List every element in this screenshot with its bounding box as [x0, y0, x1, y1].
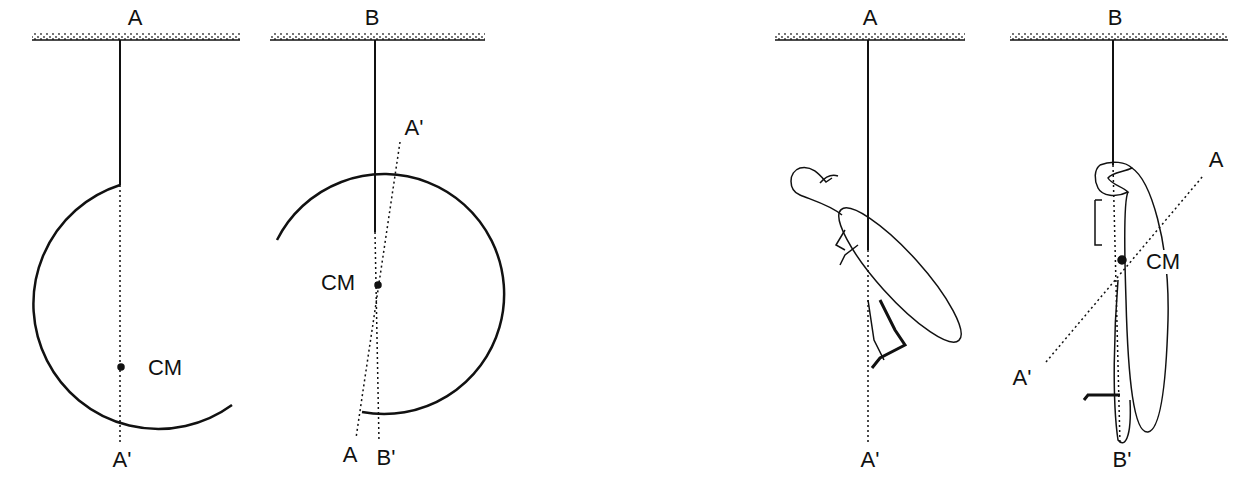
hind-leg — [868, 300, 884, 360]
grasshopper — [1084, 162, 1168, 443]
hind-leg — [1114, 280, 1130, 443]
ceiling-line — [1010, 39, 1228, 41]
hind-leg — [872, 300, 905, 368]
grasshopper — [791, 167, 975, 368]
string — [119, 40, 121, 185]
body-axis-line — [356, 142, 400, 438]
grasshopper-body — [825, 195, 975, 355]
ceiling-line — [270, 39, 485, 41]
ceiling-line — [32, 39, 240, 41]
hind-leg — [1084, 395, 1120, 400]
antenna — [820, 175, 838, 183]
string — [374, 40, 376, 232]
point-label: A' — [859, 448, 882, 472]
open-ring — [277, 174, 504, 414]
ceiling-hatch — [1010, 33, 1228, 40]
point-label: B — [363, 6, 382, 30]
point-label: A — [126, 6, 145, 30]
foreleg — [836, 230, 858, 265]
point-label: B' — [1111, 448, 1134, 472]
foreleg — [1095, 200, 1102, 245]
point-label: A — [861, 6, 880, 30]
plumb-line — [867, 250, 869, 444]
point-label: A' — [111, 448, 134, 472]
center-of-mass-dot — [1118, 256, 1126, 264]
center-of-mass-label: CM — [146, 356, 184, 380]
center-of-mass-label: CM — [319, 271, 357, 295]
grasshopper-head — [791, 167, 842, 215]
point-label: B' — [375, 446, 398, 470]
string — [867, 40, 869, 250]
open-ring — [33, 185, 232, 429]
point-label: A' — [403, 116, 426, 140]
point-label: A' — [1011, 366, 1034, 390]
plumb-line — [375, 232, 379, 442]
ceiling-hatch — [775, 33, 965, 40]
ceiling — [32, 33, 1228, 40]
center-of-mass-dot — [118, 364, 124, 370]
point-label: B — [1106, 6, 1125, 30]
string — [1112, 40, 1114, 165]
grasshopper-body — [1125, 168, 1168, 432]
grasshopper-head — [1095, 162, 1132, 195]
ceiling-hatch — [270, 33, 485, 40]
ceiling-line — [775, 39, 965, 41]
center-of-mass-dot — [375, 282, 381, 288]
ceiling-hatch — [32, 33, 240, 40]
point-label: A — [341, 443, 360, 467]
point-label: A — [1207, 148, 1226, 172]
center-of-mass-label: CM — [1144, 250, 1182, 274]
plumb-line — [119, 185, 121, 444]
